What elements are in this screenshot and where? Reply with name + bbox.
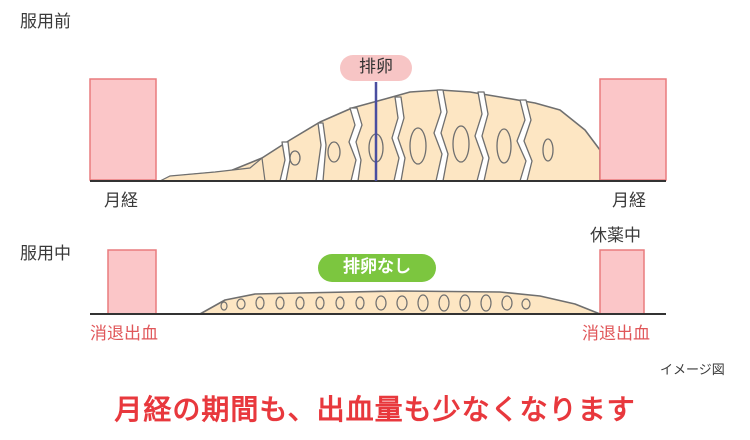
period-label-right: 月経 xyxy=(612,193,646,210)
flat-layer-before xyxy=(160,158,265,181)
period-block-right-during xyxy=(600,250,644,314)
period-label-left: 月経 xyxy=(104,193,138,210)
before-title: 服用前 xyxy=(20,14,71,31)
rest-period-label: 休薬中 xyxy=(590,228,641,245)
withdrawal-bleeding-label-left: 消退出血 xyxy=(90,326,158,343)
period-block-left-during xyxy=(108,250,156,314)
period-block-right-before xyxy=(600,79,666,180)
image-note: イメージ図 xyxy=(660,364,725,377)
during-title: 服用中 xyxy=(20,246,71,263)
ovulation-badge-label: 排卵 xyxy=(340,59,412,76)
withdrawal-bleeding-label-right: 消退出血 xyxy=(582,326,650,343)
endometrium-during xyxy=(200,291,600,314)
no-ovulation-badge-label: 排卵なし xyxy=(318,259,436,276)
headline: 月経の期間も、出血量も少なくなります xyxy=(0,396,750,424)
period-block-left-before xyxy=(90,79,156,180)
